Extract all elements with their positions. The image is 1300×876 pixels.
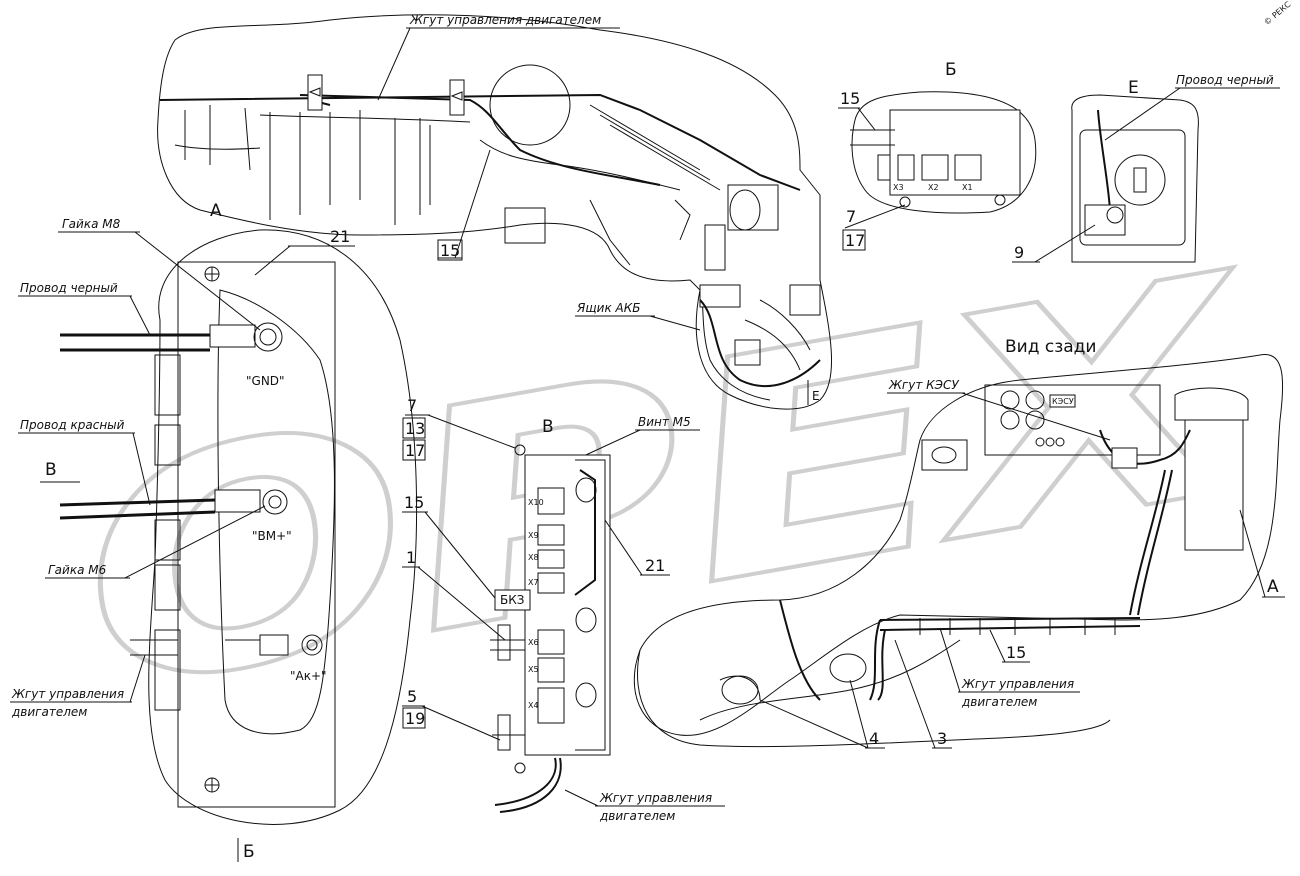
label-harness-engine-top: Жгут управления двигателем bbox=[409, 13, 601, 27]
connector-v-x9: Х9 bbox=[528, 531, 539, 540]
label-bkz: БКЗ bbox=[500, 593, 524, 607]
callout-4: 4 bbox=[869, 729, 879, 748]
label-ak-plus: "Ак+" bbox=[290, 669, 327, 683]
label-view-b: Б bbox=[945, 60, 957, 80]
label-wire-red: Провод красный bbox=[20, 418, 125, 432]
label-view-a: А bbox=[210, 201, 222, 221]
rear-view: Вид сзади КЭСУ Жгут КЭСУ А bbox=[633, 337, 1285, 749]
label-view-v-left: В bbox=[45, 460, 57, 480]
label-view-b-bottom: Б bbox=[243, 842, 255, 862]
label-harness-left-2: двигателем bbox=[11, 705, 87, 719]
label-harness-right-1: Жгут управления bbox=[961, 677, 1074, 691]
watermark: ОРЕХ bbox=[55, 209, 1284, 759]
connector-v-x8: Х8 bbox=[528, 553, 539, 562]
callout-9: 9 bbox=[1014, 243, 1024, 262]
connector-b-x3: Х3 bbox=[893, 183, 904, 192]
label-wire-black-e: Провод черный bbox=[1176, 73, 1274, 87]
label-harness-kesu: Жгут КЭСУ bbox=[888, 378, 959, 392]
callout-21-a: 21 bbox=[330, 227, 350, 246]
callout-7-b: 7 bbox=[846, 207, 856, 226]
label-view-a-right: А bbox=[1267, 577, 1279, 597]
label-view-v-center: В bbox=[542, 417, 554, 437]
label-harness-right-2: двигателем bbox=[961, 695, 1037, 709]
view-b: Б Х3 Х2 Х1 15 7 17 bbox=[838, 60, 1037, 251]
callout-7-v: 7 bbox=[407, 396, 417, 415]
callout-19-v: 19 bbox=[405, 709, 425, 728]
label-harness-bottom-2: двигателем bbox=[599, 809, 675, 823]
view-e: Е Провод черный 9 bbox=[1012, 73, 1280, 263]
callout-17-b: 17 bbox=[845, 231, 865, 250]
callout-5-v: 5 bbox=[407, 687, 417, 706]
label-nut-m8: Гайка М8 bbox=[62, 217, 121, 231]
callout-15-b: 15 bbox=[840, 89, 860, 108]
callout-15-right: 15 bbox=[1006, 643, 1026, 662]
connector-v-x5: Х5 bbox=[528, 665, 539, 674]
label-bm-plus: "ВМ+" bbox=[252, 529, 292, 543]
connector-b-x2: Х2 bbox=[928, 183, 939, 192]
label-gnd: "GND" bbox=[246, 374, 285, 388]
label-battery-box: Ящик АКБ bbox=[576, 301, 640, 315]
label-rear-view: Вид сзади bbox=[1005, 337, 1096, 357]
label-harness-bottom-1: Жгут управления bbox=[599, 791, 712, 805]
view-a: А "GND" "ВМ+" "Ак+" bbox=[10, 201, 418, 862]
callout-15-top: 15 bbox=[440, 241, 460, 260]
callout-21-v: 21 bbox=[645, 556, 665, 575]
callout-17-v: 17 bbox=[405, 441, 425, 460]
label-copyright: © РЕКС bbox=[1262, 0, 1292, 27]
connector-v-x4: Х4 bbox=[528, 701, 539, 710]
label-nut-m6: Гайка М6 bbox=[48, 563, 107, 577]
callout-13-v: 13 bbox=[405, 419, 425, 438]
label-wire-black: Провод черный bbox=[20, 281, 118, 295]
label-kesu-panel: КЭСУ bbox=[1052, 397, 1074, 406]
callout-1-v: 1 bbox=[406, 548, 416, 567]
connector-v-x10: Х10 bbox=[528, 498, 544, 507]
label-screw-m5: Винт М5 bbox=[638, 415, 691, 429]
engine-top-view: Жгут управления двигателем 15 Ящик АКБ Е bbox=[157, 13, 833, 410]
label-view-e-small: Е bbox=[812, 389, 820, 403]
connector-v-x6: Х6 bbox=[528, 638, 539, 647]
view-v: В Винт М5 Х10 Х9 Х8 Х7 Х6 Х5 Х4 БКЗ bbox=[402, 396, 725, 823]
connector-b-x1: Х1 bbox=[962, 183, 973, 192]
callout-15-v: 15 bbox=[404, 493, 424, 512]
label-view-e: Е bbox=[1128, 78, 1139, 98]
connector-v-x7: Х7 bbox=[528, 578, 539, 587]
callout-3: 3 bbox=[937, 729, 947, 748]
label-harness-left-1: Жгут управления bbox=[11, 687, 124, 701]
